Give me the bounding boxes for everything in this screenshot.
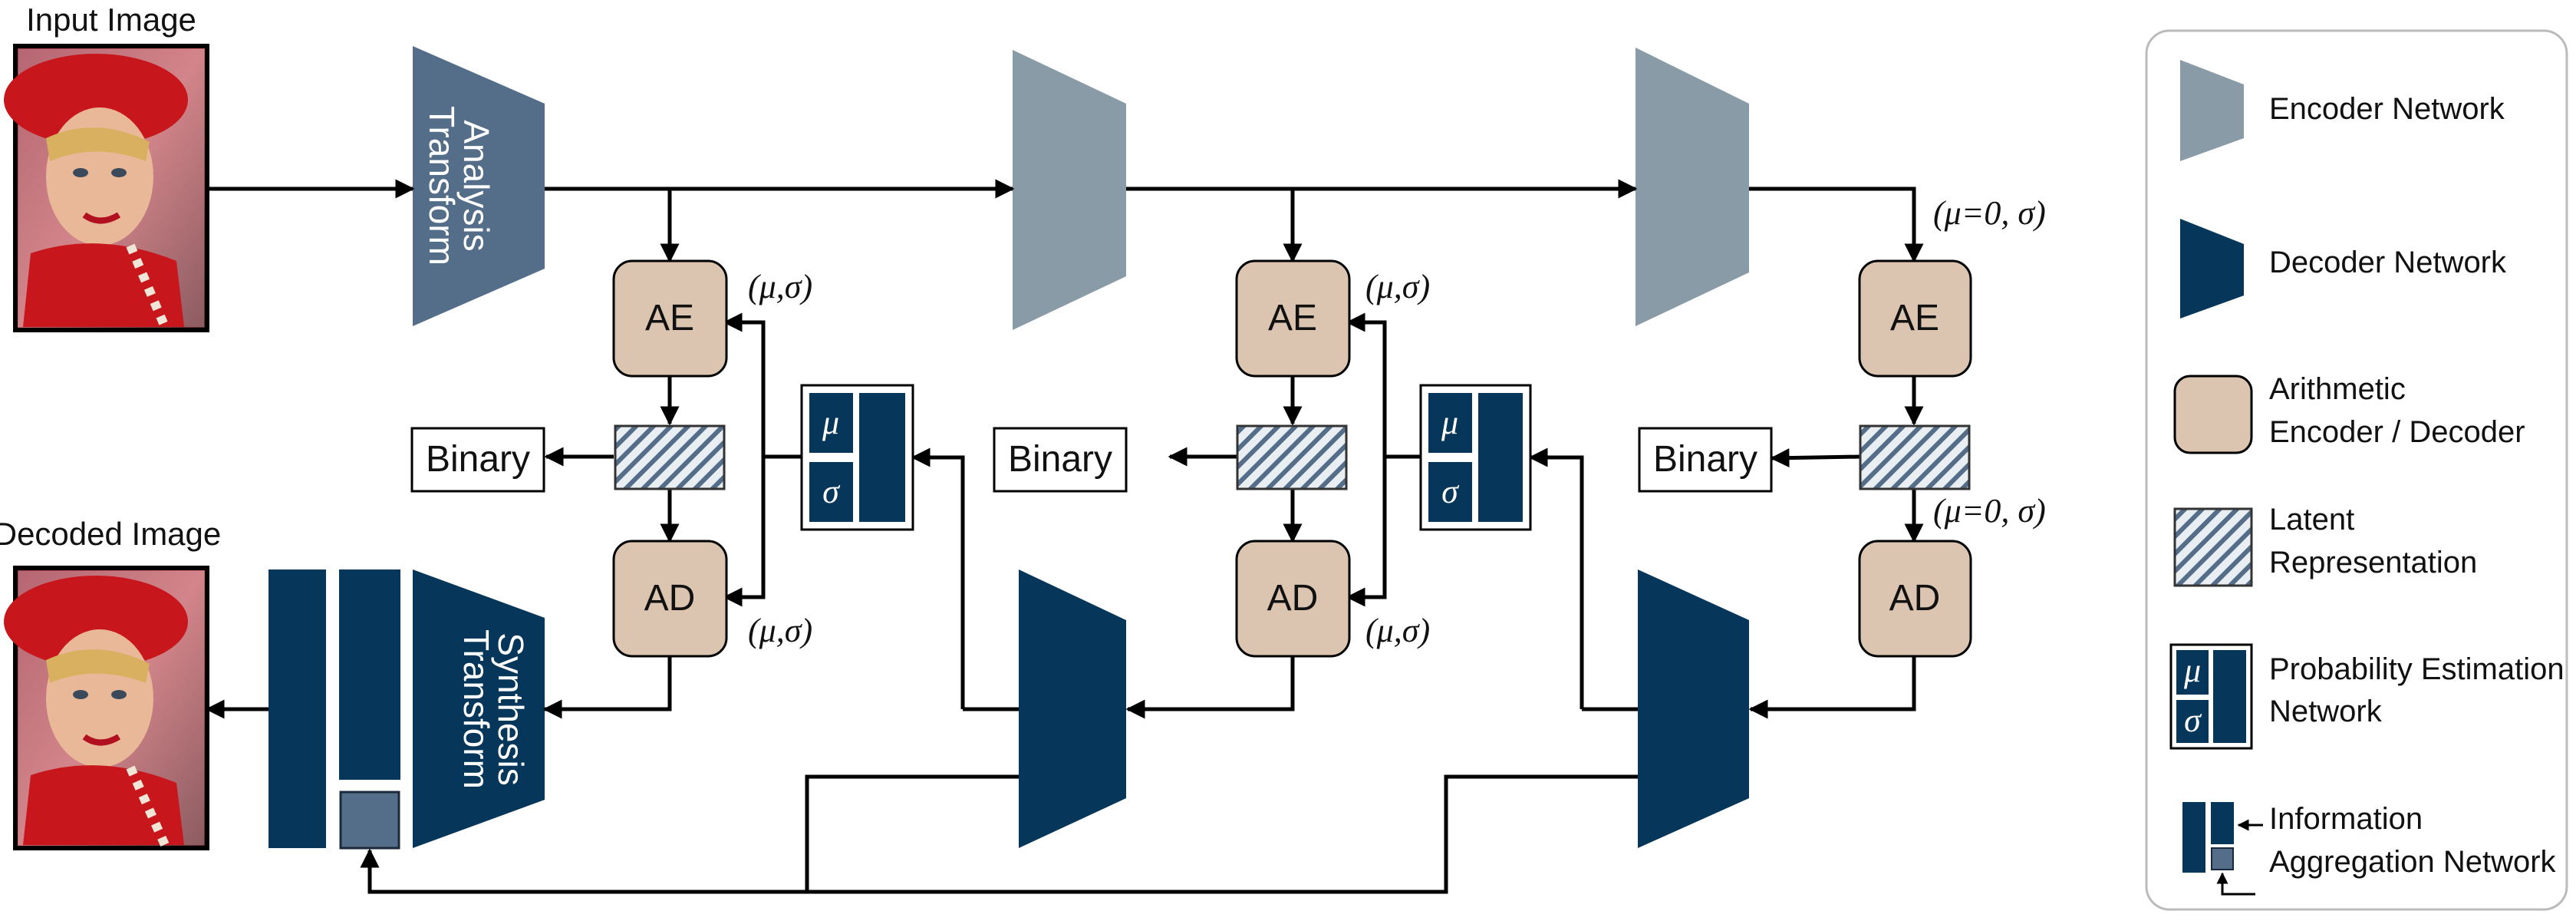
param-label-ae2: (μ,σ): [1365, 268, 1430, 305]
binary-box-2: Binary: [993, 427, 1128, 493]
svg-text:Binary: Binary: [1008, 439, 1112, 480]
legend-prob-icon: μ σ: [2169, 643, 2253, 750]
legend-decoder-label: Decoder Network: [2269, 246, 2507, 279]
param-label-ae3: (μ=0, σ): [1933, 194, 2046, 232]
synthesis-transform: Synthesis Transform: [413, 569, 545, 848]
synthesis-text-1: Synthesis: [491, 632, 531, 785]
svg-text:μ: μ: [1441, 404, 1458, 441]
legend-prob-label-2: Network: [2269, 695, 2383, 728]
legend: Encoder Network Decoder Network Arithmet…: [2145, 29, 2568, 911]
info-aggregation-block: [268, 569, 400, 850]
encoder-network-2: [1636, 48, 1749, 326]
legend-latent-icon: [2173, 507, 2253, 587]
decoder-network-2: [1638, 569, 1749, 848]
legend-prob-label-1: Probability Estimation: [2269, 652, 2564, 686]
synthesis-text-2: Transform: [456, 629, 496, 789]
svg-text:Binary: Binary: [426, 439, 530, 480]
decoder-network-1: [1019, 569, 1126, 848]
svg-text:μ: μ: [2183, 652, 2201, 689]
svg-text:AD: AD: [1267, 578, 1319, 619]
legend-info-label-2: Aggregation Network: [2269, 845, 2557, 879]
param-label-ae1: (μ,σ): [748, 268, 812, 305]
input-image-label: Input Image: [26, 2, 196, 38]
svg-text:μ: μ: [822, 404, 839, 441]
legend-encoder-icon: [2180, 60, 2244, 161]
ad-box-1: AD: [612, 540, 728, 658]
ae-box-1: AE: [612, 259, 728, 378]
connections: [205, 179, 1924, 894]
analysis-text-1: Analysis: [456, 120, 496, 251]
input-image: [4, 44, 209, 332]
param-label-ad3: (μ=0, σ): [1933, 492, 2046, 530]
latent-1: [614, 424, 726, 490]
legend-latent-label-1: Latent: [2269, 503, 2354, 536]
svg-text:AD: AD: [1889, 578, 1941, 619]
svg-text:AE: AE: [645, 298, 694, 338]
decoded-image: [4, 566, 209, 850]
ad-box-2: AD: [1235, 540, 1351, 658]
ae-box-2: AE: [1235, 259, 1351, 378]
prob-estimation-2: μ σ: [1419, 384, 1532, 531]
latent-2: [1236, 424, 1348, 490]
legend-arith-label-1: Arithmetic: [2269, 372, 2406, 406]
svg-text:Binary: Binary: [1653, 439, 1757, 480]
legend-info-icon: [2182, 802, 2263, 896]
legend-arith-label-2: Encoder / Decoder: [2269, 415, 2525, 449]
svg-text:σ: σ: [822, 473, 841, 510]
param-label-ad2: (μ,σ): [1365, 612, 1430, 649]
latent-3: [1859, 424, 1971, 490]
encoder-network-1: [1013, 50, 1126, 330]
legend-latent-label-2: Representation: [2269, 546, 2477, 579]
svg-text:σ: σ: [1441, 473, 1460, 510]
legend-info-label-1: Information: [2269, 802, 2423, 836]
binary-box-3: Binary: [1638, 427, 1773, 493]
legend-decoder-icon: [2180, 219, 2244, 319]
legend-arith-icon: [2173, 375, 2253, 454]
svg-text:AE: AE: [1890, 298, 1939, 338]
ad-box-3: AD: [1858, 540, 1972, 658]
legend-encoder-label: Encoder Network: [2269, 92, 2505, 126]
svg-text:σ: σ: [2184, 701, 2202, 739]
decoded-image-label: Decoded Image: [0, 516, 221, 552]
param-label-ad1: (μ,σ): [748, 612, 812, 649]
prob-estimation-1: μ σ: [800, 384, 914, 531]
analysis-transform: Analysis Transform: [413, 46, 545, 326]
ae-box-3: AE: [1858, 259, 1972, 378]
svg-text:AD: AD: [644, 578, 696, 619]
analysis-text-2: Transform: [422, 106, 462, 266]
svg-text:AE: AE: [1268, 298, 1317, 338]
binary-box-1: Binary: [410, 427, 545, 493]
